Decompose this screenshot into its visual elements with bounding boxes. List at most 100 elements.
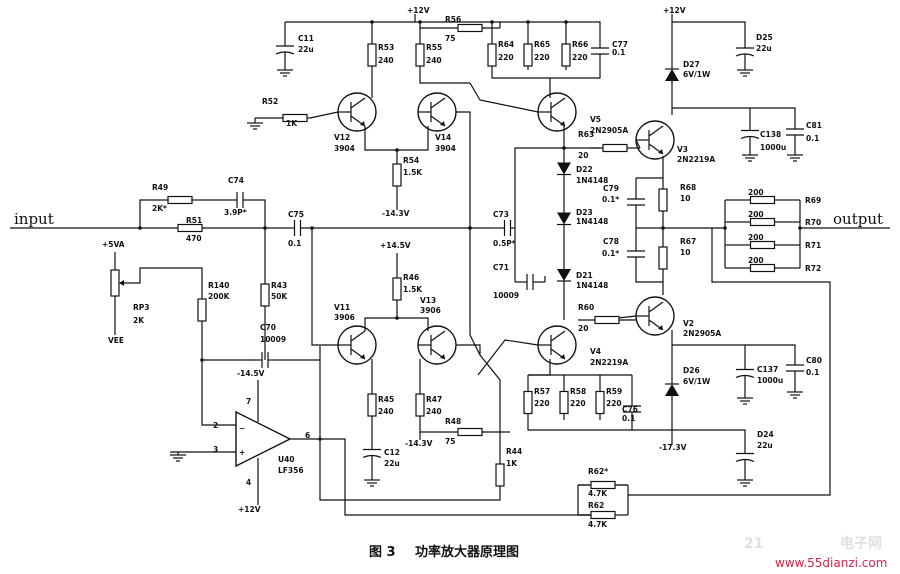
- ref-d24: D24: [757, 430, 774, 439]
- value-c74: 3.9P*: [224, 208, 247, 217]
- resistor-r43: [260, 283, 270, 307]
- resistor-r51: [177, 223, 203, 233]
- transistor-v12: [337, 92, 377, 132]
- junction-dot: [798, 226, 802, 230]
- ref-c70: C70: [260, 323, 276, 332]
- value-c70: 10009: [260, 335, 286, 344]
- value-r68: 10: [680, 194, 690, 203]
- wire: [201, 360, 236, 426]
- ref-d23: D23: [576, 208, 593, 217]
- transistor-v4: [537, 325, 577, 365]
- value-r62: 4.7K: [588, 520, 608, 529]
- transistor-arrow-v13: [440, 354, 445, 359]
- value-c77: 0.1: [612, 48, 625, 57]
- ref-r51: R51: [186, 216, 202, 225]
- value-c78: 0.1*: [602, 249, 619, 258]
- value-d26: 6V/1W: [683, 377, 711, 386]
- ref-r63: R63: [578, 130, 594, 139]
- transistor-arrow-v5: [560, 121, 565, 126]
- ref-r69: R69: [805, 196, 821, 205]
- pin-2-label: 2: [213, 421, 218, 430]
- value-c81: 0.1: [806, 134, 819, 143]
- ref-c74: C74: [228, 176, 244, 185]
- transistor-arrow-v4: [560, 354, 565, 359]
- opamp-u40: [235, 410, 292, 468]
- resistor-r55: [415, 43, 425, 67]
- wire: [419, 70, 470, 84]
- ref-d21: D21: [576, 271, 593, 280]
- value-r63: 20: [578, 151, 588, 160]
- resistor-r54: [392, 163, 402, 187]
- resistor-r60: [594, 315, 620, 325]
- value-r55: 240: [426, 56, 442, 65]
- output-label: output: [833, 210, 883, 228]
- ref-r68: R68: [680, 183, 696, 192]
- junction-dot: [526, 20, 530, 24]
- ref-d26: D26: [683, 366, 700, 375]
- value-r140: 200K: [208, 292, 231, 301]
- ref-c137: C137: [757, 365, 778, 374]
- value-r59: 220: [606, 399, 622, 408]
- ref-v4: V4: [590, 347, 601, 356]
- transistor-collector-v13: [430, 330, 446, 342]
- ref-r64: R64: [498, 40, 514, 49]
- value-r57: 220: [534, 399, 550, 408]
- value-v14: 3904: [435, 144, 456, 153]
- wire: [364, 308, 398, 331]
- value-v13: 3906: [420, 306, 441, 315]
- value-v2: 2N2905A: [683, 329, 721, 338]
- ref-u40: U40: [278, 455, 295, 464]
- opamp-plus: +: [239, 448, 245, 457]
- value-r48: 75: [445, 437, 455, 446]
- value-v11: 3906: [334, 313, 355, 322]
- transistor-collector-v4: [550, 330, 566, 342]
- wire: [590, 21, 601, 38]
- transistor-v14: [417, 92, 457, 132]
- capacitor-plate-curved-c12: [362, 454, 382, 459]
- transistor-v3: [635, 120, 675, 160]
- value-r72: 200: [748, 256, 764, 265]
- ref-r48: R48: [445, 417, 461, 426]
- rail-m14-5: -14.5V: [237, 369, 265, 378]
- ref-r46: R46: [403, 273, 419, 282]
- resistor-r68: [658, 188, 668, 212]
- value-d27: 6V/1W: [683, 70, 711, 79]
- resistor-r64: [487, 43, 497, 67]
- rail-m14-3-a: -14.3V: [382, 209, 410, 218]
- wire: [745, 344, 796, 358]
- resistor-r63: [602, 143, 628, 153]
- ref-c78: C78: [603, 237, 619, 246]
- ref-r58: R58: [570, 387, 586, 396]
- ref-r140: R140: [208, 281, 229, 290]
- wire: [139, 199, 160, 228]
- transistor-collector-v12: [350, 97, 366, 109]
- wire: [477, 339, 539, 376]
- figure-title: 功率放大器原理图: [415, 544, 519, 560]
- diode-d21: [557, 269, 571, 281]
- pin-6-label: 6: [305, 431, 310, 440]
- diode-d22: [557, 162, 571, 175]
- resistor-r47: [415, 393, 425, 417]
- value-c11: 22u: [298, 45, 314, 54]
- capacitor-plate-curved-c11: [275, 51, 295, 55]
- value-d21: 1N4148: [576, 281, 608, 290]
- rail-m14-3-b: -14.3V: [405, 439, 433, 448]
- resistor-r56: [457, 23, 483, 33]
- value-d24: 22u: [757, 441, 773, 450]
- ref-v14: V14: [435, 133, 451, 142]
- ref-d22: D22: [576, 165, 593, 174]
- wire: [290, 360, 321, 440]
- value-r67: 10: [680, 248, 690, 257]
- diode-d27: [665, 69, 679, 81]
- ref-r59: R59: [606, 387, 622, 396]
- wire: [397, 317, 429, 331]
- ref-r70: R70: [805, 218, 821, 227]
- ref-r45: R45: [378, 395, 394, 404]
- capacitor-plate-curved-d25: [735, 53, 755, 57]
- parts-layer: [110, 23, 804, 520]
- value-c137: 1000u: [757, 376, 783, 385]
- value-r49: 2K*: [152, 204, 167, 213]
- junction-dot: [490, 20, 494, 24]
- ref-v12: V12: [334, 133, 350, 142]
- value-rp3: 2K: [133, 316, 145, 325]
